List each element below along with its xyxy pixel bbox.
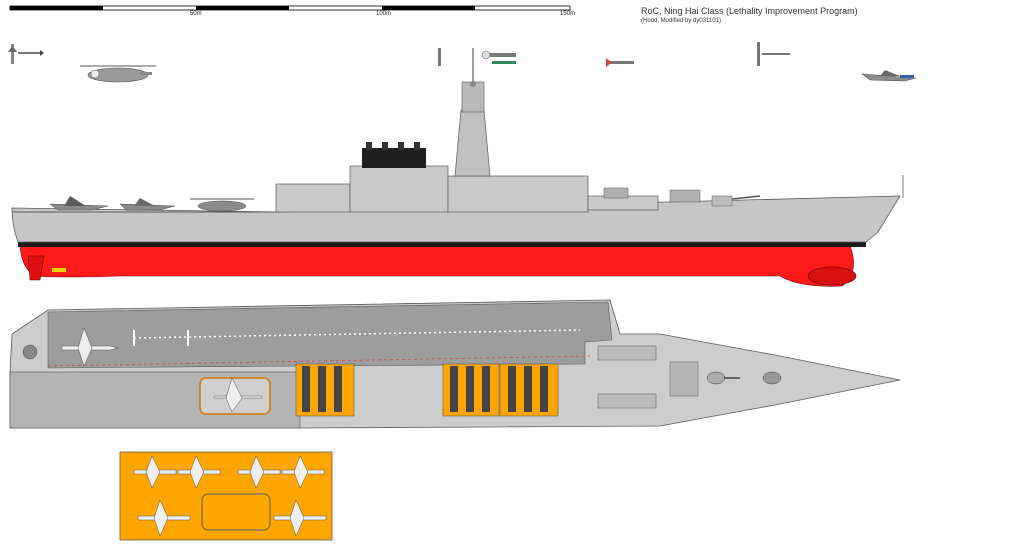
helicopter-icon bbox=[190, 198, 254, 212]
fighter-topview-icon bbox=[273, 499, 327, 537]
scale-bar bbox=[9, 5, 571, 11]
fighter-topview-icon bbox=[137, 499, 191, 537]
scale-label-100m: 100m bbox=[376, 11, 392, 17]
scale-label-50m: 50m bbox=[190, 11, 202, 17]
jet-fighter-icon bbox=[861, 70, 917, 82]
hangar-deck-detail bbox=[119, 451, 333, 541]
drawing-credit: (Hood, Modified by dy031101) bbox=[641, 18, 721, 24]
ship-plan-view bbox=[9, 299, 901, 429]
ship-side-profile bbox=[11, 48, 904, 287]
missile-icon bbox=[438, 48, 441, 66]
gun-turret-icon bbox=[706, 371, 740, 385]
missile-icon bbox=[18, 50, 44, 56]
scale-label-150m: 150m bbox=[560, 11, 576, 17]
missile-icon bbox=[757, 42, 790, 66]
fighter-topview-icon bbox=[61, 327, 119, 367]
missile-icon bbox=[606, 58, 634, 67]
fighter-topview-icon bbox=[281, 455, 325, 489]
radar-mast-icon bbox=[481, 50, 516, 64]
drawing-title: RoC, Ning Hai Class (Lethality Improveme… bbox=[641, 6, 858, 16]
gun-turret-icon bbox=[711, 195, 761, 207]
fighter-topview-icon bbox=[177, 455, 221, 489]
missile-icon bbox=[8, 44, 17, 64]
gun-turret-icon bbox=[762, 371, 782, 385]
fighter-topview-icon bbox=[133, 455, 177, 489]
fighter-topview-icon bbox=[237, 455, 281, 489]
fighter-topview-icon bbox=[213, 377, 263, 413]
jet-fighter-icon bbox=[119, 198, 176, 211]
jet-fighter-icon bbox=[49, 196, 109, 211]
helicopter-icon bbox=[80, 65, 156, 83]
